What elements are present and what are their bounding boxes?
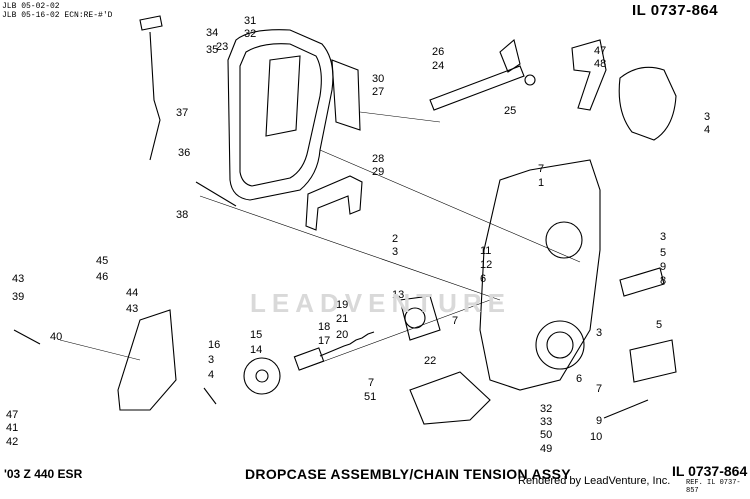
tension-spring xyxy=(319,331,375,357)
callout-2: 2 xyxy=(392,233,398,245)
callout-36: 36 xyxy=(178,147,190,159)
callout-41: 41 xyxy=(6,422,18,434)
callout-12: 12 xyxy=(480,259,492,271)
input-shaft xyxy=(629,339,677,383)
callout-10: 10 xyxy=(590,431,602,443)
callout-44: 44 xyxy=(126,287,138,299)
bolt-40 xyxy=(13,329,41,345)
callout-15: 15 xyxy=(250,329,262,341)
tension-shaft xyxy=(429,65,525,111)
callout-21: 21 xyxy=(336,313,348,325)
dropcase-housing xyxy=(479,159,601,391)
callout-5: 5 xyxy=(660,247,666,259)
callout-48: 48 xyxy=(594,58,606,70)
reference-id: REF. IL 0737-857 xyxy=(686,479,741,495)
callout-9: 9 xyxy=(660,261,666,273)
callout-29: 29 xyxy=(372,166,384,178)
callout-4: 4 xyxy=(208,369,214,381)
callout-30: 30 xyxy=(372,73,384,85)
header-revision-2: JLB 05-16-02 ECN:RE-#'D xyxy=(2,11,113,20)
callout-1: 1 xyxy=(538,177,544,189)
callout-7: 7 xyxy=(452,315,458,327)
model-label: '03 Z 440 ESR xyxy=(4,467,83,481)
callout-50: 50 xyxy=(540,429,552,441)
callout-13: 13 xyxy=(392,289,404,301)
bolt-10 xyxy=(603,399,649,419)
callout-layer: 3435373631322330272829382624254748347135… xyxy=(6,15,710,455)
handle xyxy=(305,175,363,231)
chaincase-cover-inner xyxy=(239,43,322,187)
callout-38: 38 xyxy=(176,209,188,221)
callout-23: 23 xyxy=(216,41,228,53)
callout-34: 34 xyxy=(206,27,218,39)
housing-bore xyxy=(535,320,585,370)
callout-31: 31 xyxy=(244,15,256,27)
callout-46: 46 xyxy=(96,271,108,283)
callout-16: 16 xyxy=(208,339,220,351)
callout-14: 14 xyxy=(250,344,262,356)
callout-3: 3 xyxy=(704,111,710,123)
tensioner-housing xyxy=(399,295,441,341)
callout-24: 24 xyxy=(432,60,444,72)
callout-51: 51 xyxy=(364,391,376,403)
output-shaft xyxy=(619,267,665,297)
callout-45: 45 xyxy=(96,255,108,267)
callout-3: 3 xyxy=(392,246,398,258)
lower-cover xyxy=(117,309,177,411)
tensioner-sprocket xyxy=(243,357,281,395)
footer-illustration-id: IL 0737-864 xyxy=(672,463,748,479)
callout-47: 47 xyxy=(6,409,18,421)
callout-19: 19 xyxy=(336,299,348,311)
callout-7: 7 xyxy=(368,377,374,389)
callout-32: 32 xyxy=(540,403,552,415)
rendered-by: Rendered by LeadVenture, Inc. xyxy=(518,475,671,487)
callout-17: 17 xyxy=(318,335,330,347)
callout-6: 6 xyxy=(576,373,582,385)
callout-20: 20 xyxy=(336,329,348,341)
callout-26: 26 xyxy=(432,46,444,58)
callout-28: 28 xyxy=(372,153,384,165)
watermark: LEADVENTURE xyxy=(250,288,512,318)
oil-pan xyxy=(409,371,491,425)
callout-4: 4 xyxy=(704,124,710,136)
callout-49: 49 xyxy=(540,443,552,455)
callout-37: 37 xyxy=(176,107,188,119)
callout-3: 3 xyxy=(660,231,666,243)
callout-8: 8 xyxy=(660,275,666,287)
callout-18: 18 xyxy=(318,321,330,333)
callout-47: 47 xyxy=(594,45,606,57)
callout-25: 25 xyxy=(504,105,516,117)
chaincase-cover xyxy=(227,29,334,201)
callout-39: 39 xyxy=(12,291,24,303)
header-illustration-id: IL 0737-864 xyxy=(632,2,719,19)
callout-7: 7 xyxy=(596,383,602,395)
callout-3: 3 xyxy=(596,327,602,339)
bolt-38 xyxy=(195,181,237,207)
lever-rod xyxy=(149,31,161,161)
callout-33: 33 xyxy=(540,416,552,428)
callout-22: 22 xyxy=(424,355,436,367)
callout-43: 43 xyxy=(12,273,24,285)
callout-3: 3 xyxy=(208,354,214,366)
callout-32: 32 xyxy=(244,28,256,40)
callout-9: 9 xyxy=(596,415,602,427)
callout-40: 40 xyxy=(50,331,62,343)
callout-6: 6 xyxy=(480,273,486,285)
callout-7: 7 xyxy=(538,163,544,175)
gasket xyxy=(331,59,361,131)
callout-35: 35 xyxy=(206,44,218,56)
diagram-title: DROPCASE ASSEMBLY/CHAIN TENSION ASSY xyxy=(245,466,571,482)
callout-5: 5 xyxy=(656,319,662,331)
header-revision-1: JLB 05-02-02 xyxy=(2,2,60,11)
bolt-4 xyxy=(203,387,217,405)
callout-43: 43 xyxy=(126,303,138,315)
mount-bracket xyxy=(571,39,607,111)
callout-11: 11 xyxy=(480,245,491,257)
callout-42: 42 xyxy=(6,436,18,448)
callout-27: 27 xyxy=(372,86,384,98)
